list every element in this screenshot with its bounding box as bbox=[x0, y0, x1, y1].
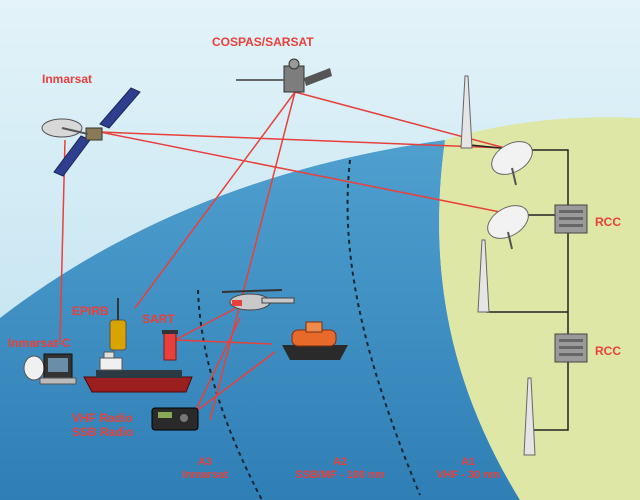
sart-icon bbox=[162, 330, 178, 361]
zone-description: Inmarsat bbox=[182, 469, 228, 481]
dish-antenna-icon bbox=[487, 205, 529, 250]
label-vhf-radio: VHF Radio bbox=[72, 411, 133, 425]
label-rcc-bottom: RCC bbox=[595, 344, 621, 358]
antenna-tower-icon bbox=[460, 75, 473, 149]
label-cospas-sarsat: COSPAS/SARSAT bbox=[212, 35, 314, 49]
communication-links bbox=[59, 91, 506, 421]
dish-antenna-icon bbox=[491, 141, 533, 186]
zone-code: A3 bbox=[197, 456, 213, 468]
ship-icon bbox=[83, 351, 193, 393]
land-area bbox=[439, 117, 640, 500]
label-ssb-radio: SSB Radio bbox=[72, 425, 134, 439]
rcc-building-icon bbox=[554, 204, 588, 234]
label-epirb: EPIRB bbox=[72, 304, 109, 318]
sea-area bbox=[0, 140, 520, 500]
zone-code: A1 bbox=[460, 456, 476, 468]
satellite-icon bbox=[41, 87, 141, 177]
helicopter-icon bbox=[221, 289, 295, 311]
label-inmarsat: Inmarsat bbox=[42, 72, 93, 86]
zone-description: VHF - 30 nm bbox=[436, 469, 500, 481]
label-rcc-top: RCC bbox=[595, 215, 621, 229]
epirb-icon bbox=[109, 298, 127, 351]
zone-description: SSB/MF - 100 nm bbox=[295, 469, 385, 481]
radio-icon bbox=[151, 407, 199, 431]
zone-label-a3: A3 Inmarsat bbox=[170, 456, 240, 482]
lifeboat-icon bbox=[282, 321, 348, 360]
inmarsat-terminal-icon bbox=[23, 353, 77, 385]
zone-label-a1: A1 VHF - 30 nm bbox=[418, 456, 518, 482]
rcc-building-icon bbox=[554, 333, 588, 363]
zone-label-a2: A2 SSB/MF - 100 nm bbox=[272, 456, 408, 482]
label-inmarsat-c: Inmarsat-C bbox=[8, 336, 71, 350]
zone-boundary-a3-a2 bbox=[197, 289, 263, 500]
zone-boundary-a2-a1 bbox=[346, 159, 421, 496]
antenna-tower-icon bbox=[477, 239, 490, 313]
antenna-tower-icon bbox=[523, 377, 536, 456]
zone-code: A2 bbox=[332, 456, 348, 468]
label-sart: SART bbox=[142, 312, 175, 326]
satellite-icon bbox=[236, 58, 332, 93]
